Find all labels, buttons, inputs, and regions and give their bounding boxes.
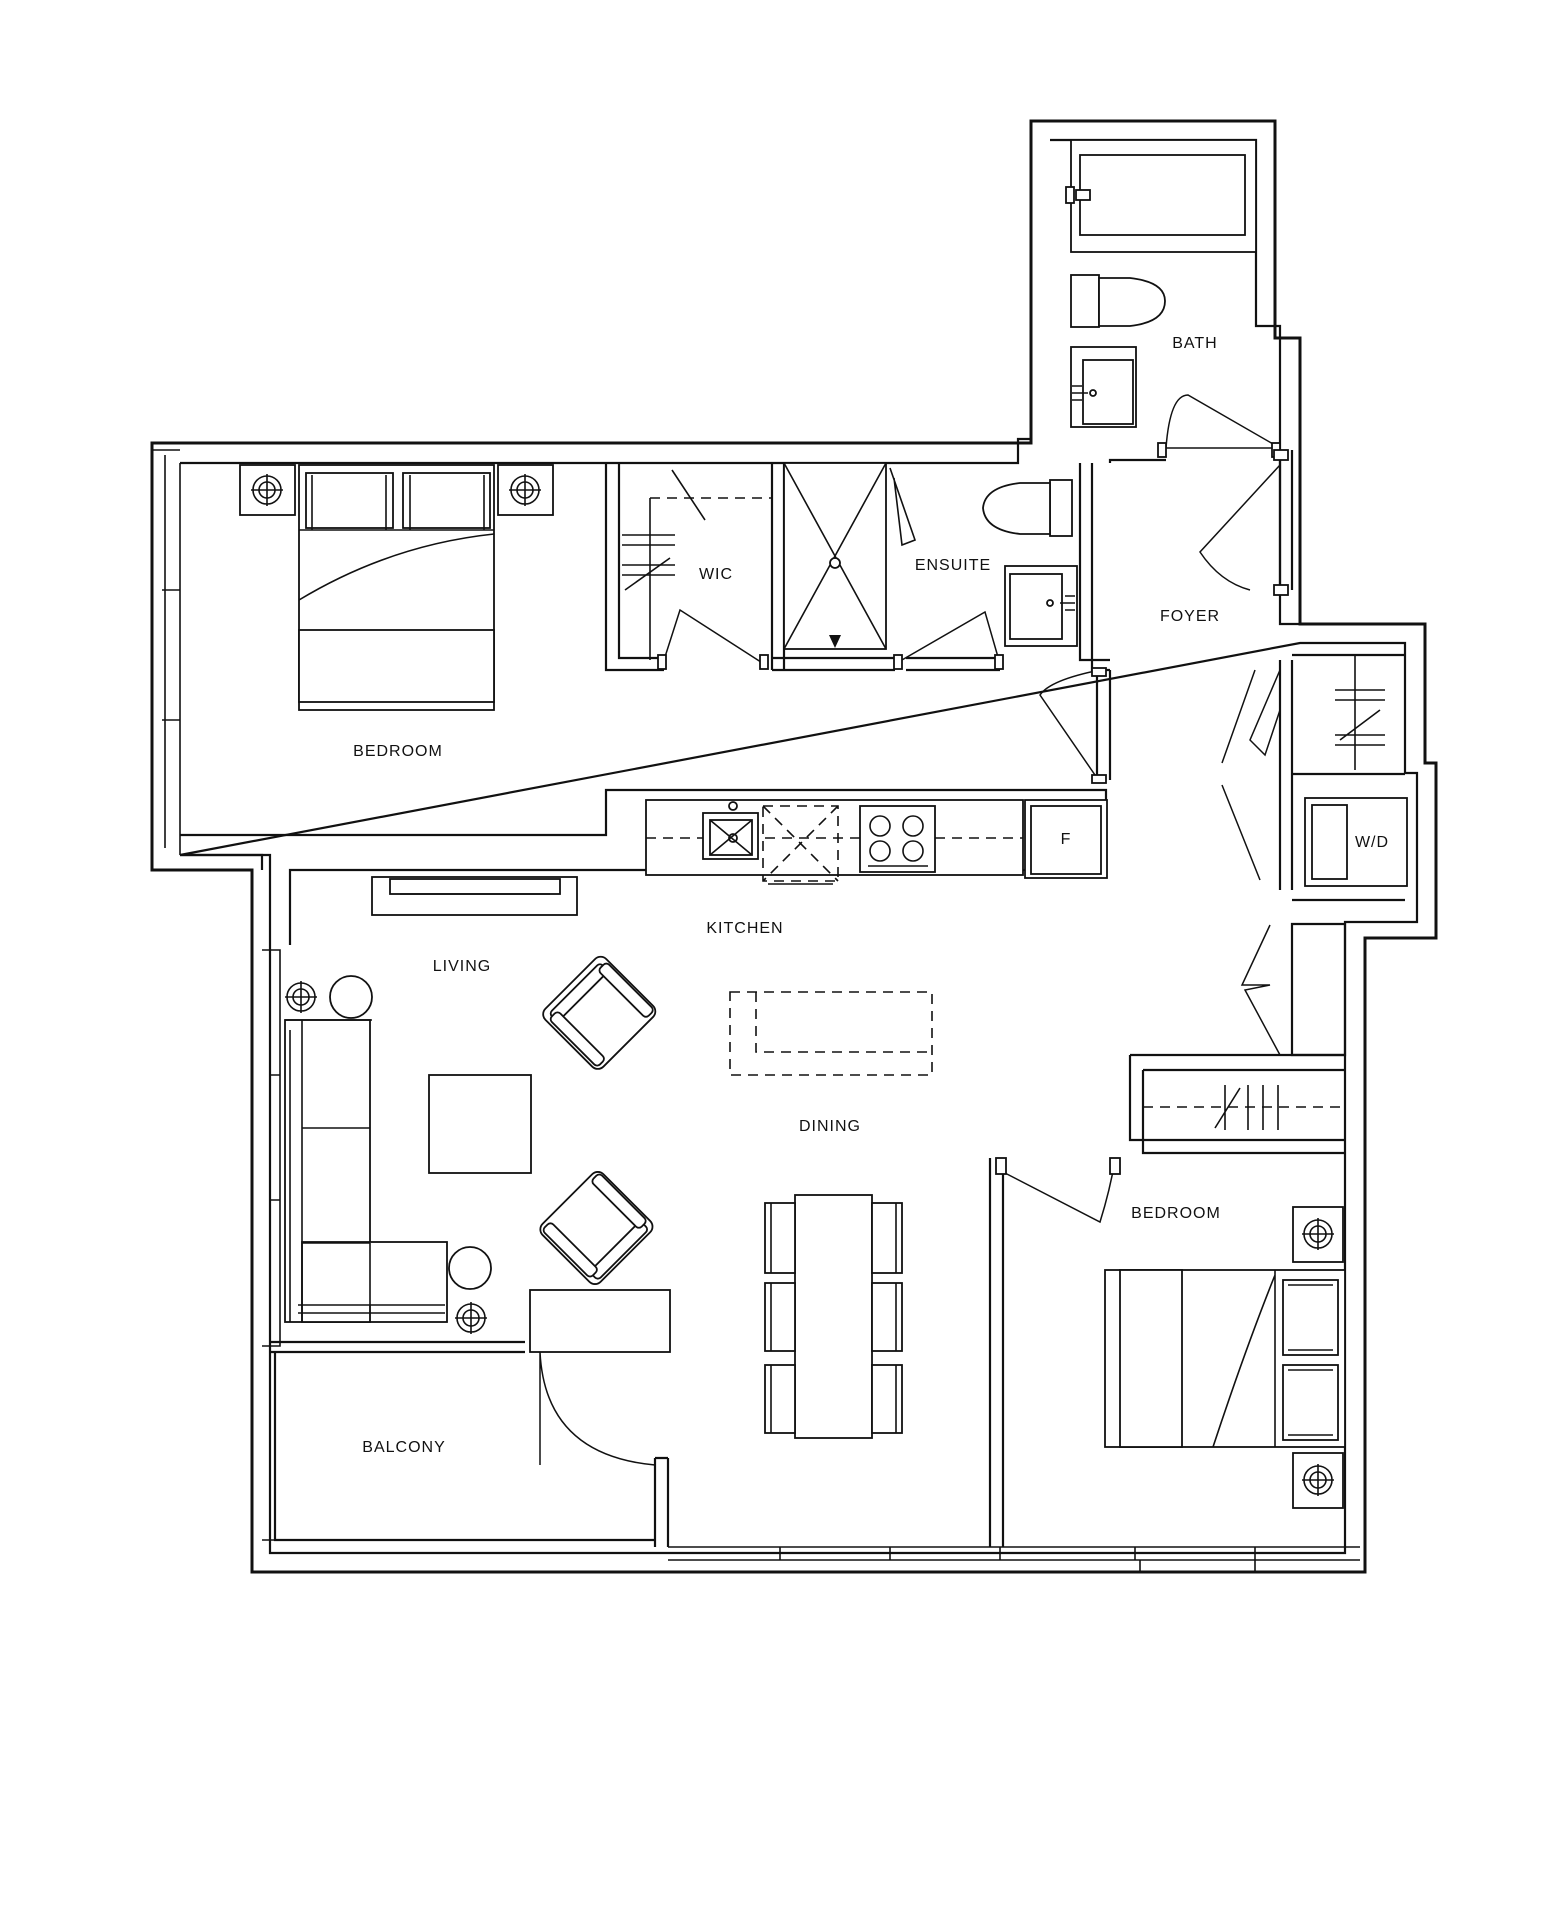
bed-main (298, 464, 495, 711)
wall-bedroom-second (1128, 1053, 1345, 1155)
wall-wic (604, 463, 664, 672)
wall-closet-foyer (1290, 653, 1405, 1057)
toilet-bath (1070, 274, 1166, 328)
cooktop (859, 805, 936, 873)
armchair-top (542, 955, 657, 1070)
wall-balcony (270, 1340, 670, 1547)
vanity-ensuite (1004, 565, 1078, 647)
room-label-living: LIVING (433, 958, 491, 975)
room-label-ensuite: ENSUITE (915, 557, 991, 574)
sectional-sofa (284, 1019, 448, 1323)
fridge-label: F (1061, 831, 1072, 848)
window-bottom (668, 1546, 1360, 1572)
door-ensuite (893, 610, 1004, 670)
toilet-ensuite (982, 479, 1073, 537)
nightstand-second-top (1292, 1206, 1344, 1263)
wall-bedroom-second-left (988, 1158, 1005, 1547)
door-bedroom-main (1039, 667, 1107, 784)
door-closet-foyer-left (1221, 669, 1281, 881)
wall-bedroom-kitchen (180, 788, 1108, 945)
door-foyer-entry (1199, 449, 1289, 596)
foyer-closet-shelving (1335, 655, 1385, 770)
coffee-table (428, 1074, 532, 1174)
nightstand-second-bottom (1292, 1452, 1344, 1509)
wall-wic-ensuite (770, 463, 786, 670)
armchair-bottom (539, 1171, 654, 1285)
kitchen-island (729, 991, 933, 1076)
fridge: F (1024, 799, 1108, 879)
balcony-railing (251, 1539, 655, 1572)
wic-shelving (622, 469, 772, 660)
door-bedroom-second (995, 1157, 1121, 1224)
window-living (262, 949, 281, 1347)
door-balcony (539, 1351, 656, 1466)
bathtub (1065, 139, 1257, 253)
nightstand-right (497, 464, 554, 516)
side-table-top (285, 975, 373, 1019)
kitchen-sink (702, 801, 759, 860)
bedroom-second-closet (1143, 1085, 1345, 1130)
room-label-foyer: FOYER (1160, 608, 1220, 625)
room-label-kitchen: KITCHEN (706, 920, 783, 937)
desk (529, 1289, 671, 1353)
door-bath (1157, 394, 1281, 458)
room-label-bedroom-main: BEDROOM (353, 743, 443, 760)
side-table-bottom (448, 1246, 492, 1334)
wall-bedroom-kitchen-inner (180, 853, 264, 870)
room-label-wic: WIC (699, 566, 733, 583)
door-wic (657, 608, 769, 670)
room-label-dining: DINING (799, 1118, 861, 1135)
door-closet-lower (1240, 924, 1281, 1056)
room-label-balcony: BALCONY (362, 1439, 445, 1456)
bed-second (1104, 1269, 1346, 1448)
exterior-wall-outer (150, 119, 1438, 1574)
vanity-bath (1070, 346, 1137, 428)
tv-console (371, 876, 578, 916)
washer-dryer-label: W/D (1355, 834, 1389, 851)
dishwasher (762, 805, 839, 885)
room-label-bath: BATH (1172, 335, 1217, 352)
shower (783, 462, 917, 650)
washer-dryer: W/D (1304, 797, 1408, 887)
room-label-bedroom-second: BEDROOM (1131, 1205, 1221, 1222)
wall-ensuite-right (1078, 463, 1110, 672)
wall-bath-foyer (1095, 450, 1294, 890)
window-bedroom-main (152, 449, 181, 855)
wall-ensuite-bottom (772, 656, 1000, 672)
nightstand-left (239, 464, 296, 516)
dining-table (764, 1194, 903, 1439)
